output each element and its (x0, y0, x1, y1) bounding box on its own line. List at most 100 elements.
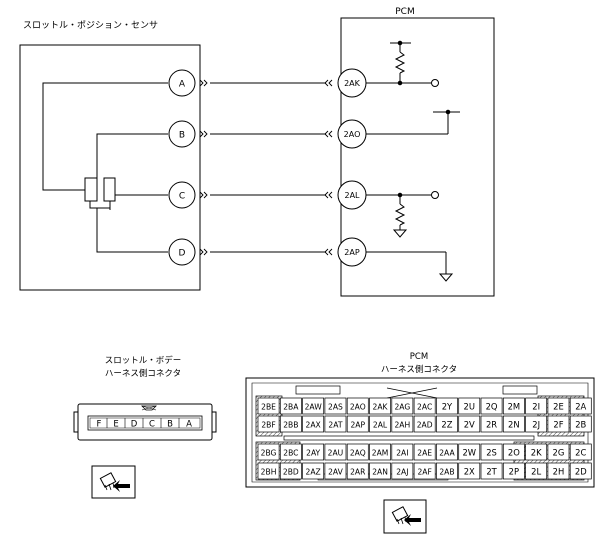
pcm-pin-2ap: 2AP (337, 237, 367, 267)
svg-text:F: F (97, 420, 102, 430)
pcm-pin-2bc: 2BC (279, 443, 302, 461)
pcm-internal-circuits (366, 40, 460, 282)
svg-text:2AU: 2AU (328, 449, 344, 458)
svg-text:2M: 2M (508, 402, 521, 412)
harness-wires (210, 82, 326, 253)
svg-text:2AI: 2AI (396, 449, 408, 458)
svg-text:2AT: 2AT (328, 421, 342, 430)
svg-text:2R: 2R (486, 420, 497, 430)
pcm-pin-2az: 2AZ (302, 462, 325, 480)
svg-text:2AM: 2AM (372, 449, 389, 458)
svg-text:2N: 2N (508, 420, 520, 430)
pcm-pin-2ae: 2AE (413, 443, 436, 461)
svg-text:2F: 2F (553, 420, 563, 430)
pcm-pin-2d: 2D (569, 462, 592, 480)
pcm-pin-2p: 2P (502, 462, 525, 480)
svg-text:2BA: 2BA (283, 403, 299, 412)
pcm-pin-2aj: 2AJ (391, 462, 414, 480)
pcm-pin-2q: 2Q (480, 397, 503, 415)
svg-text:2AN: 2AN (372, 468, 388, 477)
pcm-pin-2al: 2AL (337, 180, 367, 210)
pcm-pin-2i: 2I (525, 397, 548, 415)
pcm-pin-2y: 2Y (436, 397, 458, 415)
pcm-pin-2ak: 2AK (369, 397, 391, 415)
sensor-internal-wiring (42, 82, 168, 253)
pcm-pin-2g: 2G (547, 443, 570, 461)
svg-text:2BG: 2BG (261, 449, 277, 458)
pcm-pin-2k: 2K (525, 443, 548, 461)
pcm-pin-2ax: 2AX (302, 415, 325, 433)
svg-text:2H: 2H (553, 467, 565, 477)
svg-text:C: C (149, 420, 155, 430)
svg-text:2W: 2W (462, 448, 476, 458)
svg-text:2E: 2E (553, 402, 564, 412)
pcm-pin-2bf: 2BF (257, 415, 280, 433)
pcm-title: PCM (395, 7, 414, 17)
sensor-box (19, 44, 201, 291)
tps-connector-title-2: ハーネス側コネクタ (105, 368, 181, 379)
pcm-pin-2ao: 2AO (346, 397, 369, 415)
pcm-pin-2t: 2T (480, 462, 503, 480)
svg-text:2AJ: 2AJ (396, 468, 408, 477)
svg-text:2AG: 2AG (394, 403, 410, 412)
pcm-pin-2ai: 2AI (391, 443, 414, 461)
svg-text:2P: 2P (509, 467, 519, 477)
svg-text:2O: 2O (508, 448, 520, 458)
svg-text:2AF: 2AF (417, 468, 431, 477)
pcm-pin-2a: 2A (569, 397, 592, 415)
tps-terminal-b: B (167, 418, 180, 430)
svg-text:2AL: 2AL (373, 421, 388, 430)
pcm-pin-2u: 2U (458, 397, 481, 415)
svg-text:A: A (179, 80, 186, 90)
pcm-pin-2b: 2B (569, 415, 592, 433)
tps-terminal-d: D (131, 418, 144, 430)
tps-terminal-a: A (186, 420, 192, 430)
pcm-connector-title-2: ハーネス側コネクタ (381, 364, 457, 375)
svg-text:2G: 2G (553, 448, 565, 458)
svg-text:C: C (179, 192, 185, 202)
pcm-pin-2at: 2AT (324, 415, 347, 433)
pcm-pin-2bd: 2BD (279, 462, 302, 480)
pcm-box (340, 17, 495, 297)
svg-text:2AR: 2AR (350, 468, 366, 477)
pcm-pin-2ba: 2BA (279, 397, 302, 415)
pcm-pin-2x: 2X (458, 462, 481, 480)
svg-text:2AD: 2AD (417, 421, 433, 430)
pcm-connector-title-1: PCM (410, 352, 428, 362)
svg-text:2AP: 2AP (344, 248, 360, 257)
pcm-pin-2l: 2L (525, 462, 548, 480)
pcm-pin-2j: 2J (525, 415, 548, 433)
tps-connector (73, 403, 217, 441)
pcm-pin-2be: 2BE (257, 397, 280, 415)
svg-text:2AX: 2AX (306, 421, 321, 430)
connector-view-icon (91, 465, 136, 499)
svg-text:2BB: 2BB (283, 421, 298, 430)
pcm-pin-2ab: 2AB (436, 462, 458, 480)
svg-text:2AE: 2AE (417, 449, 432, 458)
svg-text:2X: 2X (464, 467, 475, 477)
pcm-pin-2h: 2H (547, 462, 570, 480)
svg-text:2L: 2L (531, 467, 541, 477)
pcm-pin-2e: 2E (547, 397, 570, 415)
svg-text:2Q: 2Q (486, 402, 498, 412)
tps-terminal-c: C (149, 418, 162, 430)
connector-chevrons (199, 79, 333, 256)
pcm-pin-2ac: 2AC (413, 397, 436, 415)
pcm-pin-2am: 2AM (369, 443, 391, 461)
svg-text:D: D (179, 249, 186, 259)
pcm-pin-2ay: 2AY (302, 443, 325, 461)
svg-text:2Z: 2Z (441, 420, 452, 430)
pcm-pin-2n: 2N (502, 415, 525, 433)
svg-text:2B: 2B (575, 420, 586, 430)
pcm-pin-2av: 2AV (324, 462, 347, 480)
pcm-pin-2f: 2F (547, 415, 570, 433)
tps-connector-title-1: スロットル・ボデー (105, 355, 182, 366)
pcm-pin-2bh: 2BH (257, 462, 280, 480)
svg-text:2D: 2D (575, 467, 587, 477)
svg-text:2AL: 2AL (344, 191, 360, 200)
svg-text:2Y: 2Y (442, 402, 453, 412)
svg-text:2BH: 2BH (261, 468, 277, 477)
tps-terminal-f: F (97, 418, 108, 430)
svg-text:2AA: 2AA (439, 449, 455, 458)
svg-text:2AY: 2AY (306, 449, 320, 458)
